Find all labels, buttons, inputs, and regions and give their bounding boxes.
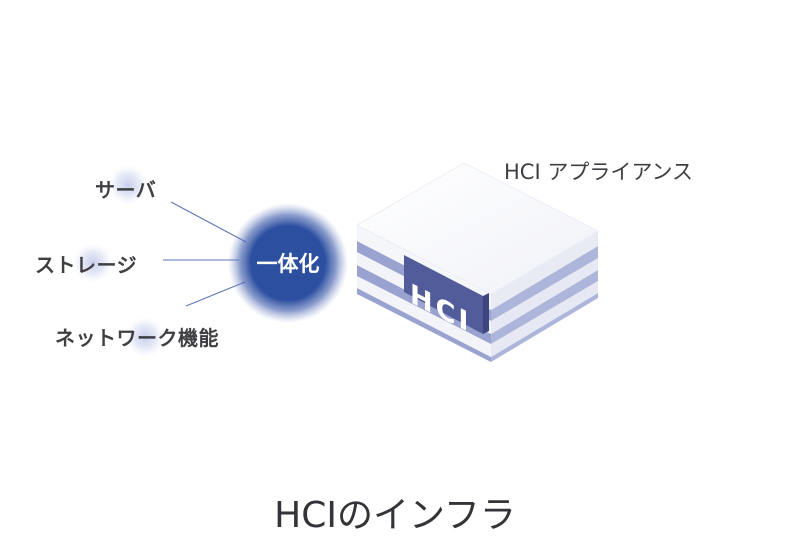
appliance-label: HCI アプライアンス bbox=[504, 160, 694, 184]
hub-label: 一体化 bbox=[256, 252, 320, 276]
storage-label: ストレージ bbox=[35, 253, 138, 277]
hci-badge-plate bbox=[404, 255, 483, 334]
server-label: サーバ bbox=[95, 178, 157, 202]
server-connector bbox=[170, 201, 247, 243]
network-label: ネットワーク機能 bbox=[55, 326, 219, 350]
diagram-caption: HCIのインフラ bbox=[274, 495, 516, 536]
hci-appliance bbox=[355, 162, 600, 362]
hub-circle bbox=[228, 203, 348, 323]
storage-dot bbox=[73, 243, 113, 283]
server-dot bbox=[108, 165, 148, 205]
network-dot bbox=[125, 317, 165, 357]
